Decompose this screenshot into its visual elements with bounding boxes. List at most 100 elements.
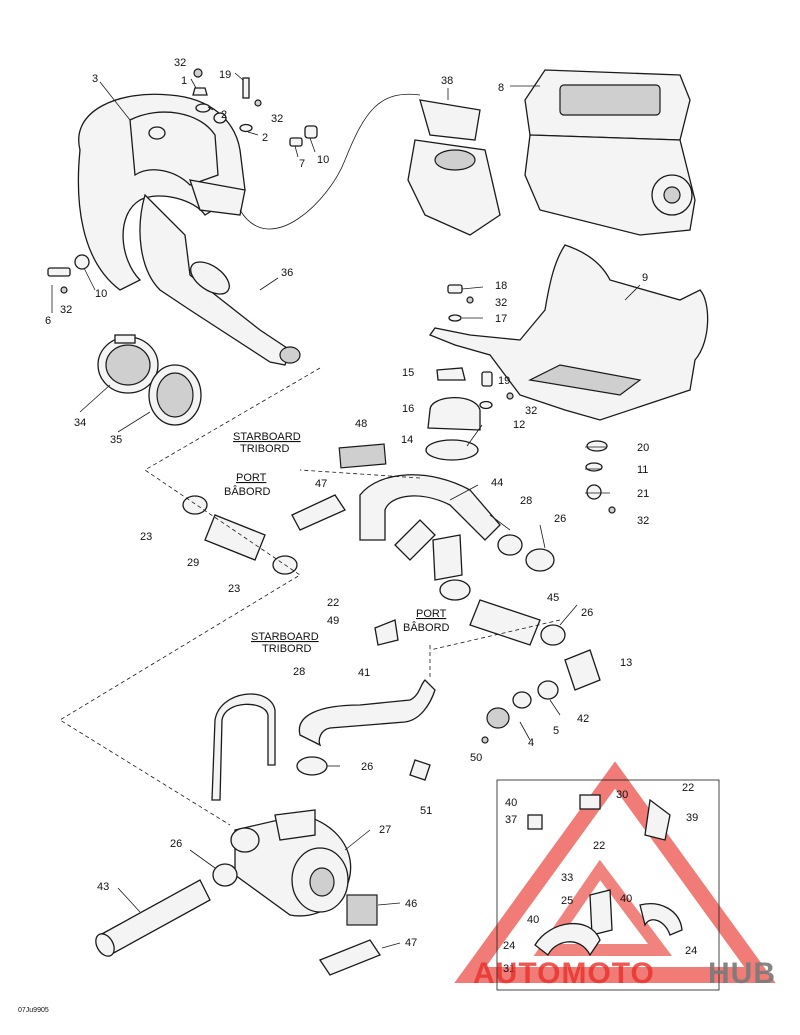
callout-28-a: 28 [520,495,532,507]
watermark-text-automoto: AUTOMOTO [473,957,655,990]
callout-32-e: 32 [525,405,537,417]
pad-part-46 [346,894,378,926]
bracket-part-49 [374,619,399,646]
callout-26-a: 26 [554,513,566,525]
callout-32-d: 32 [495,297,507,309]
label-starboard-2: STARBOARD [251,631,319,643]
callout-35: 35 [110,434,122,446]
callout-33: 33 [561,872,573,884]
callout-28-b: 28 [293,666,305,678]
clamp-part-26-lower [296,756,328,776]
callout-2-a: 2 [221,109,227,121]
callout-47-b: 47 [405,937,417,949]
callout-15: 15 [402,367,414,379]
manifold-hardware [47,68,318,294]
callout-32-b: 32 [271,113,283,125]
mount-hardware [447,284,514,410]
callout-43: 43 [97,881,109,893]
callout-24-a: 24 [503,940,515,952]
exhaust-mount-plate-part-9 [428,244,709,421]
callout-2-b: 2 [262,132,268,144]
callout-23-a: 23 [140,531,152,543]
callout-19-b: 19 [498,375,510,387]
label-tribord-2: TRIBORD [262,643,312,655]
callout-16: 16 [402,403,414,415]
callout-32-c: 32 [60,304,72,316]
callout-32-f: 32 [637,515,649,527]
callout-51: 51 [420,805,432,817]
callout-49: 49 [327,615,339,627]
callout-20: 20 [637,442,649,454]
callout-42: 42 [577,713,589,725]
gasket-part-48 [338,443,387,469]
hose-part-45 [469,599,541,646]
label-starboard-1: STARBOARD [233,431,301,443]
exhaust-manifold-part-3 [77,93,246,291]
clamp-part-26-muffler [212,863,238,887]
callout-46: 46 [405,898,417,910]
drawing-code: 07Ju9905 [18,1007,49,1014]
label-tribord-1: TRIBORD [240,443,290,455]
callout-22-b: 22 [682,782,694,794]
callout-5: 5 [553,725,559,737]
exhaust-hose-part-44 [359,474,501,561]
muffler-part-27 [230,809,352,917]
callout-48: 48 [355,418,367,430]
inset-parts [527,794,683,957]
callout-9: 9 [642,272,648,284]
callout-27: 27 [379,824,391,836]
callout-44: 44 [491,477,503,489]
exhaust-clamp-part-34 [97,334,159,394]
callout-50: 50 [470,752,482,764]
callout-10-a: 10 [317,154,329,166]
callout-41: 41 [358,667,370,679]
hose-part-41 [298,679,436,747]
clip-part-51 [409,759,431,781]
sealant-part-50 [481,736,489,744]
callout-19-a: 19 [219,69,231,81]
side-labels: STARBOARD TRIBORD PORT BÂBORD PORT BÂBOR… [224,431,450,655]
callout-24-b: 24 [685,945,697,957]
callout-8: 8 [498,82,504,94]
callout-1: 1 [181,75,187,87]
callout-26-b: 26 [581,607,593,619]
callout-13: 13 [620,657,632,669]
callout-10-b: 10 [95,288,107,300]
callout-26-d: 26 [170,838,182,850]
label-babord-1: BÂBORD [224,485,271,498]
exhaust-adapter-part-38 [407,99,501,236]
watermark-text-hub: HUB [708,957,776,990]
callout-14: 14 [401,434,413,446]
engine-part-8 [524,69,696,236]
strap-part-28-lower [211,693,276,801]
callout-12: 12 [513,419,525,431]
callout-32-a: 32 [174,57,186,69]
callout-3: 3 [92,73,98,85]
callout-40-a: 40 [505,797,517,809]
hose-clamps-right [439,534,555,601]
rubber-mount-part-16 [425,367,481,461]
tuned-pipe-cone-part-36 [139,193,301,366]
label-port-1: PORT [236,472,267,484]
callout-23-b: 23 [228,583,240,595]
callout-numbers: 32 1 2 19 32 2 3 7 10 38 8 36 10 6 32 9 … [45,57,698,975]
pad-part-47 [291,494,346,531]
callout-30: 30 [616,789,628,801]
callout-22-a: 22 [327,597,339,609]
hose-part-29 [204,514,266,561]
callout-47-a: 47 [315,478,327,490]
detail-inset-box [496,779,720,991]
hose-part-43 [99,879,211,956]
strap-part-28-upper [432,534,463,581]
callout-36: 36 [281,267,293,279]
callout-45: 45 [547,592,559,604]
callout-21: 21 [637,488,649,500]
fitting-part-13 [564,649,601,691]
callout-31: 31 [503,963,515,975]
nut-part-4 [486,707,510,729]
callout-7: 7 [299,158,305,170]
automotohub-watermark-text: AUTOMOTO HUB [473,957,776,990]
callout-6: 6 [45,315,51,327]
callout-17: 17 [495,313,507,325]
